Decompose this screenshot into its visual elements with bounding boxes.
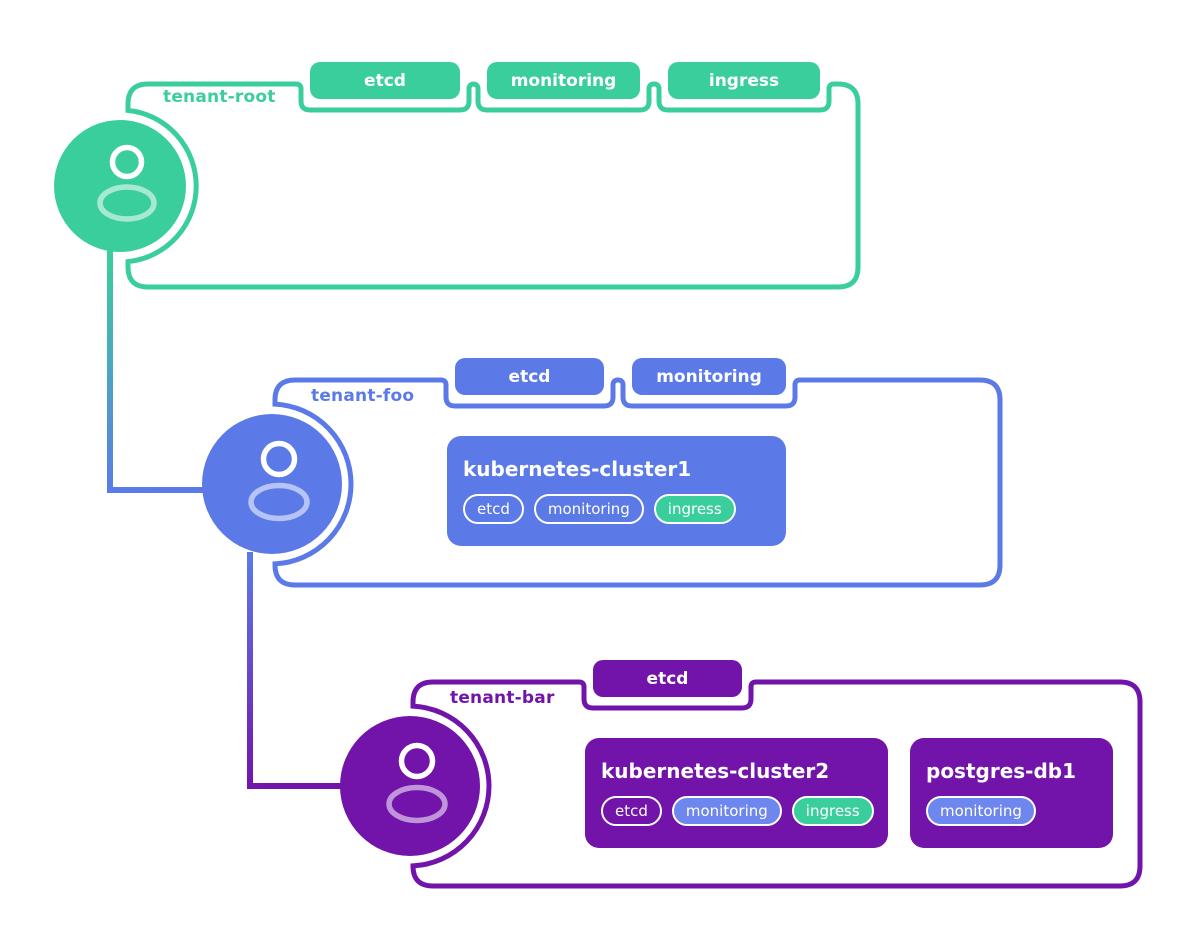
tenant-bar-border <box>410 679 1143 889</box>
tenant-foo-border <box>272 377 1003 588</box>
person-icon <box>386 784 448 824</box>
tenant-foo-avatar <box>202 414 342 554</box>
connector-foo-to-bar <box>247 552 358 789</box>
person-icon <box>109 144 145 180</box>
person-icon <box>97 184 157 222</box>
tenant-root-border <box>125 81 861 290</box>
person-icon <box>260 440 298 478</box>
person-icon <box>398 742 436 780</box>
person-icon <box>248 482 310 522</box>
tenant-root-avatar <box>54 120 186 252</box>
tenant-bar-avatar <box>340 716 480 856</box>
connector-root-to-foo <box>107 248 210 493</box>
